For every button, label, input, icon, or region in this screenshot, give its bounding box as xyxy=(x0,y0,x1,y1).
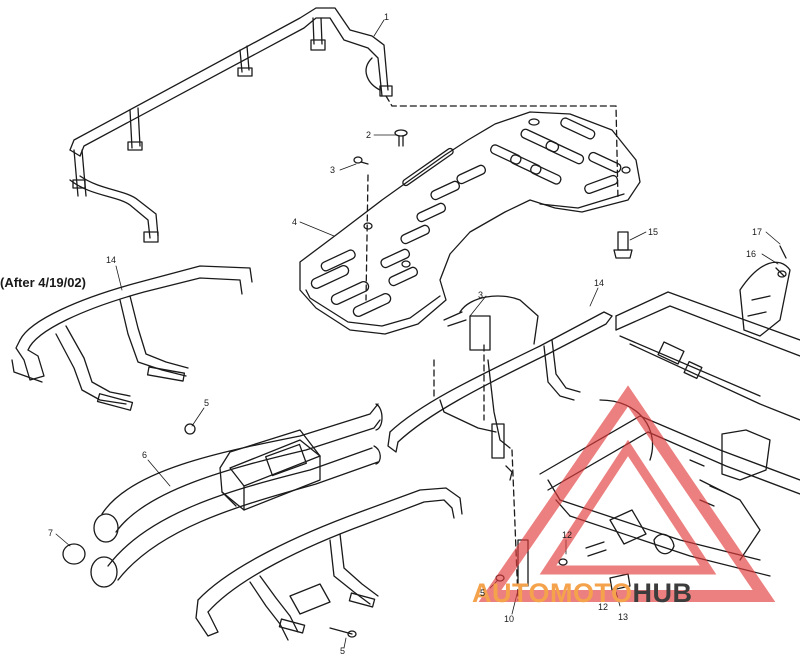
callout-label: 16 xyxy=(746,249,756,259)
cargo-rack-panel xyxy=(299,111,641,335)
screw-2 xyxy=(394,129,408,147)
vehicle-frame xyxy=(539,261,800,577)
rear-bumper xyxy=(62,403,383,588)
rear-rail-mid xyxy=(387,295,613,459)
callout-label: 3 xyxy=(330,165,335,175)
watermark-text-primary: AUTOMOTOHUB xyxy=(472,578,693,608)
screw-3-upper xyxy=(353,156,369,165)
revision-note: (After 4/19/02) xyxy=(0,275,86,290)
callout-label: 14 xyxy=(594,278,604,288)
callout-label: 1 xyxy=(384,12,389,22)
leader-lines xyxy=(55,19,781,649)
callout-label: 3 xyxy=(478,290,483,300)
callout-label: 5 xyxy=(480,588,485,598)
callout-label: 12 xyxy=(598,602,608,612)
callout-label: 17 xyxy=(752,227,762,237)
watermark-triangle-outer xyxy=(478,385,776,602)
watermark-triangle-inner xyxy=(539,439,717,575)
callout-label: 5 xyxy=(204,398,209,408)
callout-label: 6 xyxy=(142,450,147,460)
callout-label: 14 xyxy=(106,255,116,265)
callout-label: 2 xyxy=(366,130,371,140)
rear-rail-after xyxy=(11,265,253,411)
callout-label: 15 xyxy=(648,227,658,237)
callout-label: 10 xyxy=(504,614,514,624)
bolt-15 xyxy=(613,231,633,259)
callout-label: 5 xyxy=(340,646,345,654)
callout-label: 12 xyxy=(562,530,572,540)
alignment-guides xyxy=(365,95,619,601)
callout-label: 4 xyxy=(292,217,297,227)
callout-label: 7 xyxy=(48,528,53,538)
upper-rack-rail xyxy=(69,7,393,243)
lower-rail xyxy=(195,487,463,641)
watermark: AUTOMOTOHUB xyxy=(472,385,776,608)
callout-label: 13 xyxy=(618,612,628,622)
